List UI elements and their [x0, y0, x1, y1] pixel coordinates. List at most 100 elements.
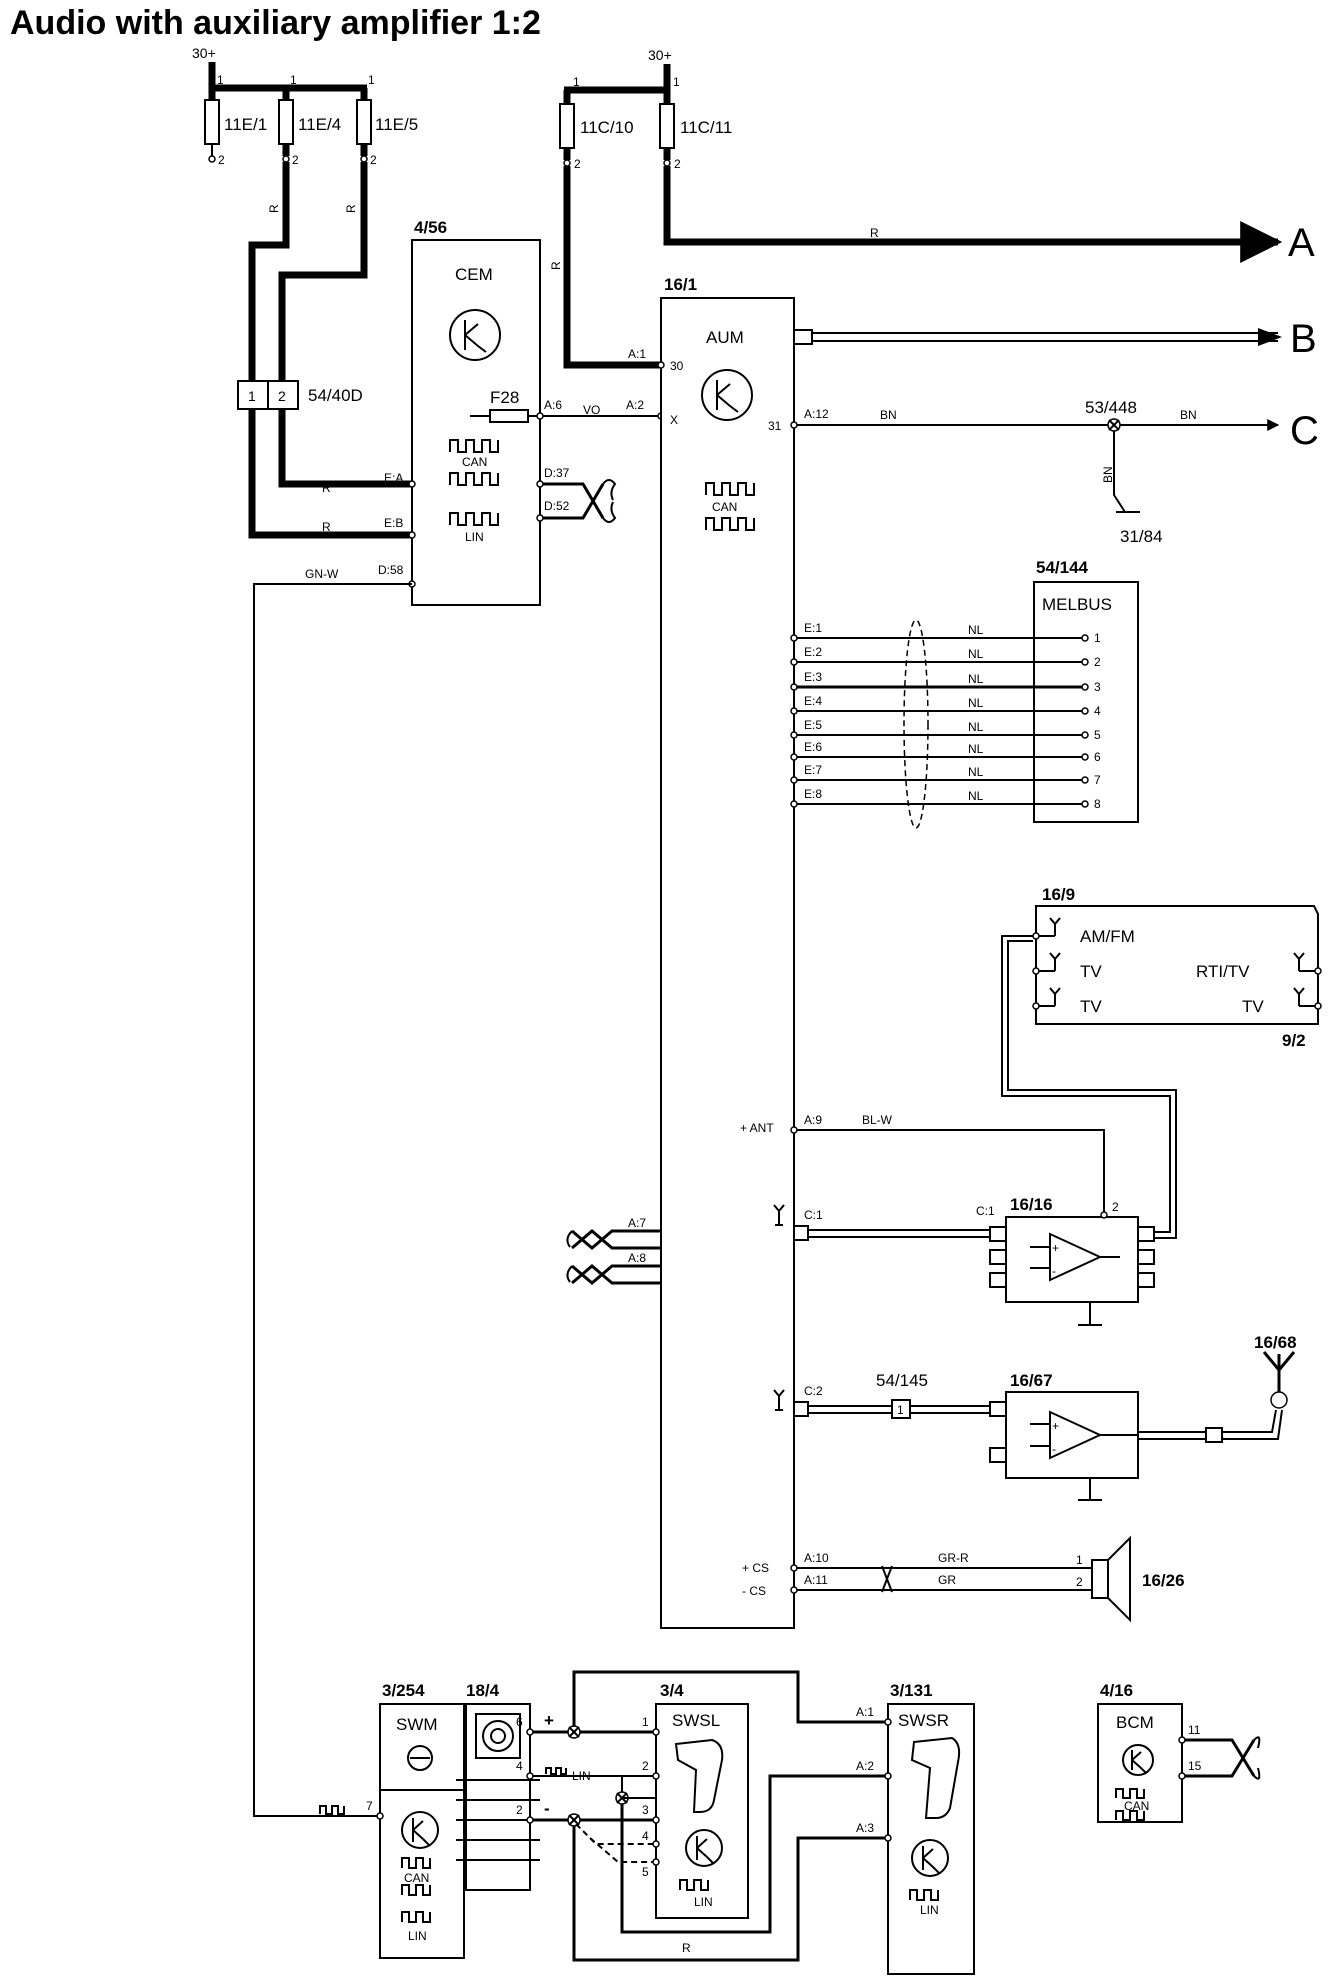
wires-11e-to-cem: R R R R: [248, 162, 412, 539]
fuse-group-11c: 30+ 1 1 11C/10 11C/11 2 2: [559, 47, 732, 171]
antenna-icon: [773, 1389, 785, 1411]
cem-fuse-label: F28: [490, 388, 519, 407]
antenna-icon: [1039, 952, 1061, 972]
svg-text:E:8: E:8: [804, 787, 822, 801]
svg-text:A:9: A:9: [804, 1113, 822, 1127]
melbus-name: MELBUS: [1042, 595, 1112, 614]
svg-text:2: 2: [1076, 1575, 1083, 1589]
svg-text:TV: TV: [1242, 997, 1264, 1016]
svg-text:+: +: [1052, 1241, 1059, 1255]
fuse-symbol: [489, 409, 529, 423]
svg-text:D:37: D:37: [544, 466, 570, 480]
amp-16-16-id: 16/16: [1010, 1195, 1053, 1214]
svg-text:LIN: LIN: [572, 1769, 591, 1783]
transistor-icon: [685, 1829, 723, 1867]
aum-id: 16/1: [664, 275, 697, 294]
svg-text:2: 2: [574, 157, 581, 171]
coax-c2: 1 54/145 C:2: [793, 1371, 990, 1419]
svg-text:2: 2: [642, 1759, 649, 1773]
svg-text:NL: NL: [968, 720, 984, 734]
swsl-lin-label: LIN: [694, 1895, 713, 1909]
can-signal-icon: [401, 1884, 431, 1896]
svg-text:31: 31: [768, 419, 782, 433]
connector-54-40d: 1 2 54/40D: [237, 380, 363, 410]
svg-text:2: 2: [674, 157, 681, 171]
melbus-connector: 54/144 MELBUS E:1 NL 1 E:2 NL 2 E:3 NL 3…: [790, 558, 1139, 829]
cem-name: CEM: [455, 265, 493, 284]
antenna-icon: [1293, 987, 1315, 1007]
svg-text:1: 1: [673, 75, 680, 89]
svg-text:+ CS: + CS: [742, 1561, 769, 1575]
steering-wheel-icon: [407, 1745, 433, 1771]
svg-text:2: 2: [1112, 1200, 1119, 1214]
svg-text:3: 3: [1094, 680, 1101, 694]
lin-signal-icon: [449, 512, 499, 526]
fuse-pin: 1: [368, 73, 375, 87]
antenna-module-id: 16/9: [1042, 885, 1075, 904]
fuse-pin: 2: [370, 153, 377, 167]
amp-16-67-id: 16/67: [1010, 1371, 1053, 1390]
swm-module: 3/254 SWM CAN LIN 7: [319, 1681, 465, 1959]
steering-switch-icon: [674, 1738, 724, 1813]
aum-name: AUM: [706, 328, 744, 347]
transistor-icon: [464, 320, 487, 353]
antenna-module-id2: 9/2: [1282, 1031, 1306, 1050]
svg-text:E:2: E:2: [804, 645, 822, 659]
svg-text:8: 8: [1094, 797, 1101, 811]
svg-text:R: R: [682, 1941, 691, 1955]
svg-text:5: 5: [642, 1865, 649, 1879]
bcm-id: 4/16: [1100, 1681, 1133, 1700]
svg-text:RTI/TV: RTI/TV: [1196, 962, 1250, 981]
can-signal-icon: [449, 472, 499, 486]
svg-text:C:2: C:2: [804, 1384, 823, 1398]
wire-color-r: R: [322, 520, 331, 534]
svg-text:2: 2: [516, 1803, 523, 1817]
svg-text:A:2: A:2: [856, 1759, 874, 1773]
lin-signal-icon: [545, 1767, 567, 1775]
svg-text:+: +: [1052, 1419, 1059, 1433]
wire-cs-speaker: A:10 A:11 GR-R GR 1 2 16/26: [790, 1535, 1185, 1623]
can-signal-icon: [705, 517, 755, 531]
antenna-icon: [1262, 1351, 1296, 1392]
svg-text:53/448: 53/448: [1085, 398, 1137, 417]
wire-ant-blw: A:9 BL-W: [790, 1113, 1105, 1212]
wire-aum-to-b: B: [793, 317, 1317, 361]
transistor-icon: [701, 369, 753, 421]
wire-11c11-to-a: R A: [663, 166, 1315, 265]
shield-symbol: [903, 619, 929, 829]
svg-text:NL: NL: [968, 765, 984, 779]
clockspring-icon: [475, 1713, 521, 1759]
fuse-pin: 1: [290, 73, 297, 87]
supply-label-left: 30+: [192, 45, 216, 61]
svg-text:1: 1: [1076, 1553, 1083, 1567]
svg-text:NL: NL: [968, 647, 984, 661]
svg-text:NL: NL: [968, 672, 984, 686]
transistor-icon: [401, 1811, 439, 1849]
aum-can-twisted-pairs: A:7 A:8: [566, 1216, 661, 1285]
svg-text:D:52: D:52: [544, 499, 570, 513]
svg-text:-: -: [1052, 1264, 1056, 1278]
fuse-symbol: [659, 103, 675, 149]
svg-text:GR: GR: [938, 1573, 956, 1587]
svg-text:NL: NL: [968, 789, 984, 803]
fuse-symbol: [204, 99, 220, 145]
svg-text:R: R: [549, 261, 563, 270]
swsr-id: 3/131: [890, 1681, 933, 1700]
svg-text:E:B: E:B: [384, 516, 403, 530]
svg-text:TV: TV: [1080, 997, 1102, 1016]
svg-text:BL-W: BL-W: [862, 1113, 893, 1127]
swsl-id: 3/4: [660, 1681, 684, 1700]
can-signal-icon: [401, 1857, 431, 1869]
coax-c1: C:1: [793, 1208, 990, 1241]
bcm-name: BCM: [1116, 1713, 1154, 1732]
svg-text:1: 1: [248, 388, 256, 404]
swm-id: 3/254: [382, 1681, 425, 1700]
swsl-name: SWSL: [672, 1711, 720, 1730]
svg-text:E:A: E:A: [384, 471, 403, 485]
wire-gnw: GN-W: [253, 567, 412, 1817]
svg-text:A:3: A:3: [856, 1821, 874, 1835]
svg-text:6: 6: [1094, 750, 1101, 764]
svg-text:NL: NL: [968, 742, 984, 756]
aum-module: 16/1 AUM CAN 30 X 31 + ANT + CS - CS: [657, 275, 795, 1629]
